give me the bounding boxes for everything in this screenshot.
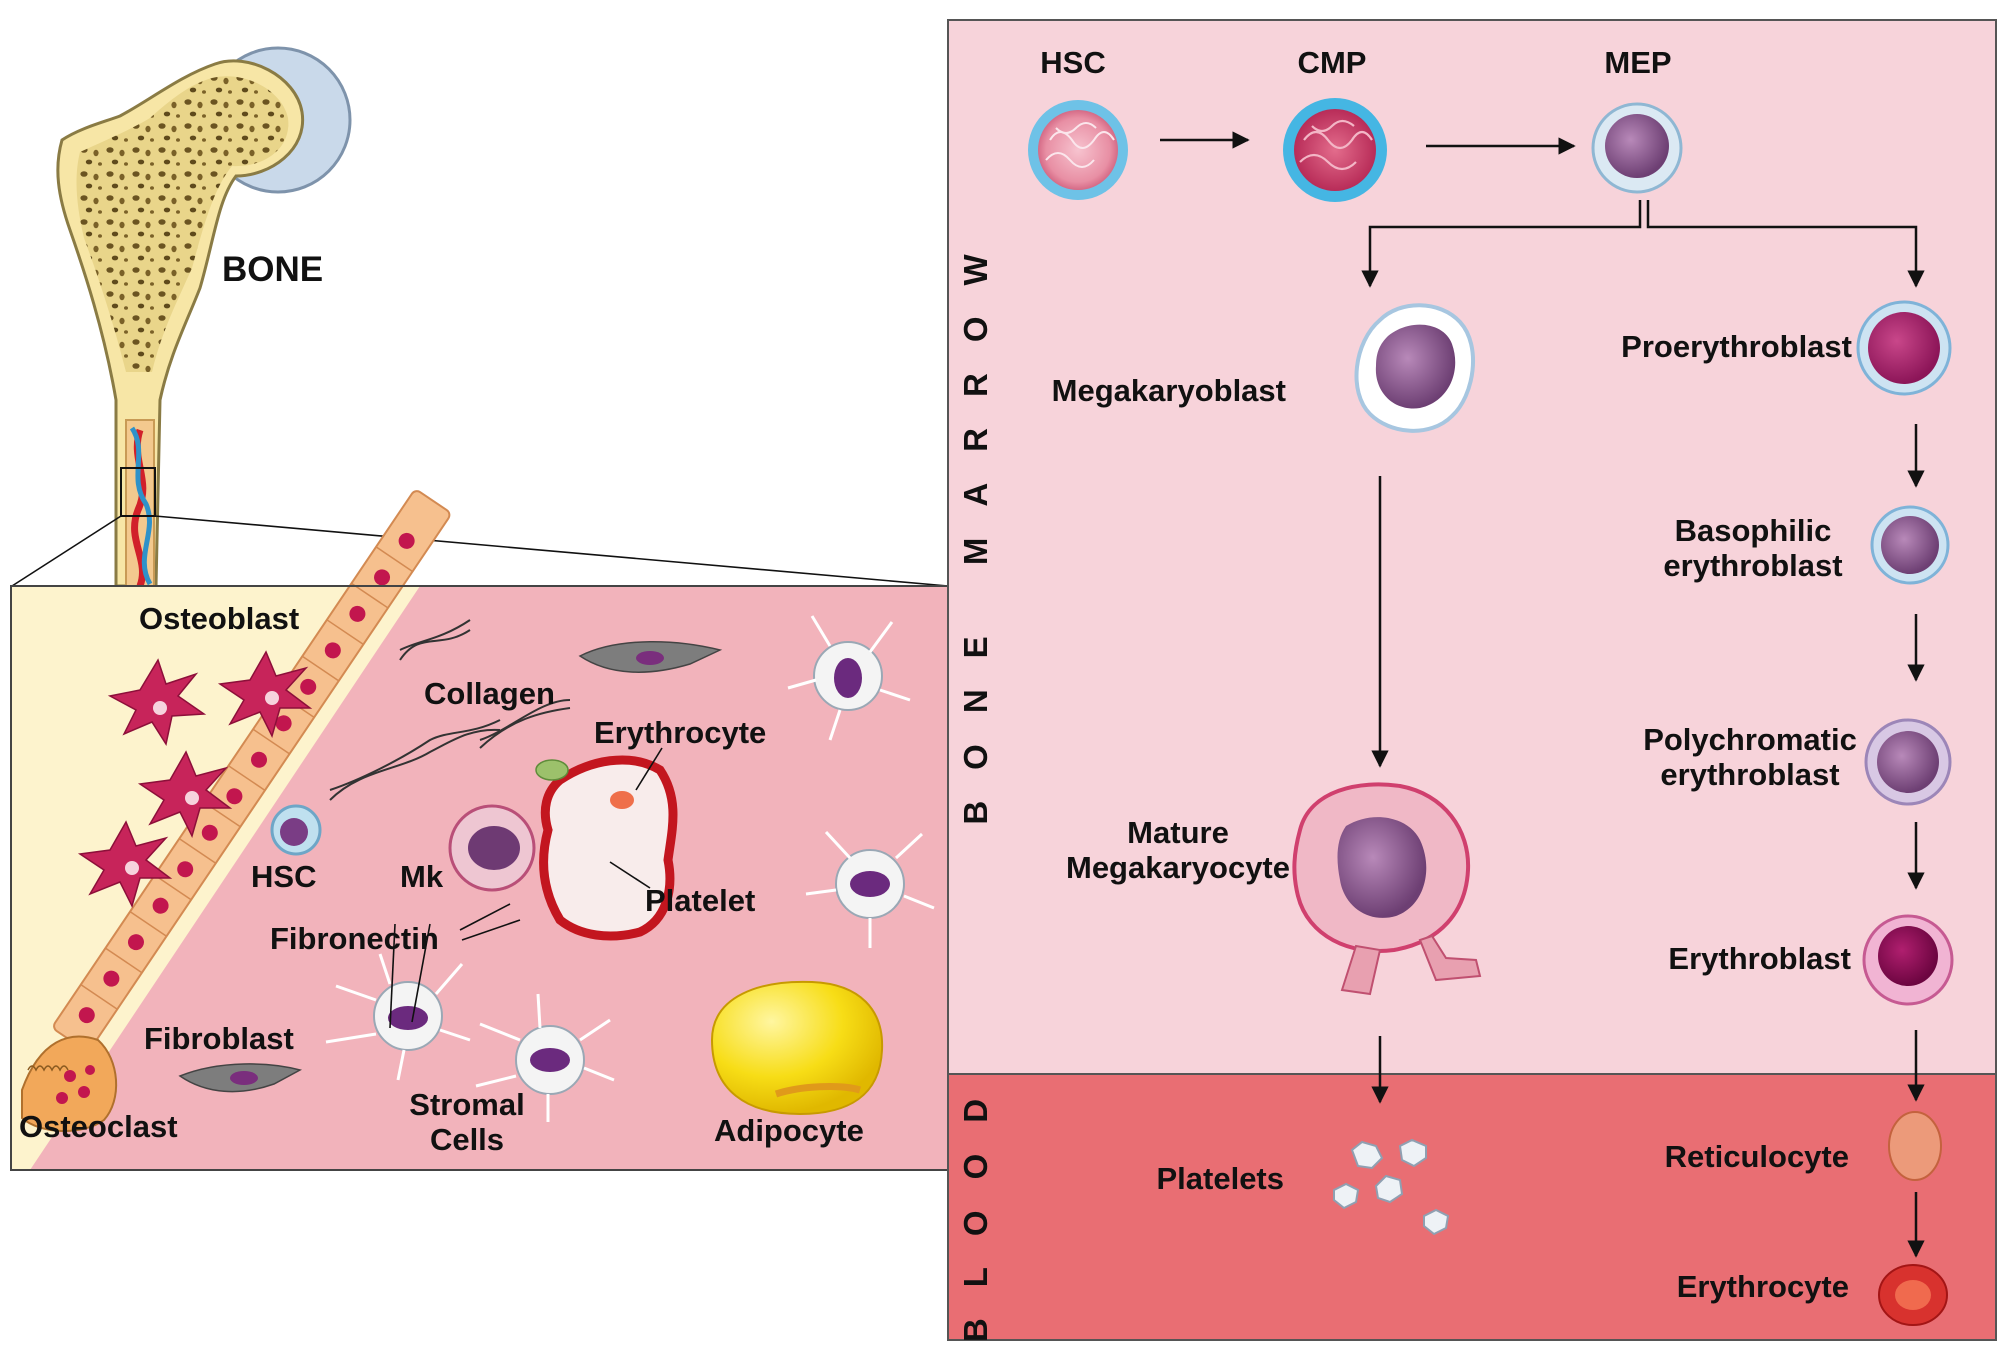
label-fibroblast: Fibroblast	[144, 1021, 294, 1056]
erythroblast-cell	[1862, 914, 1954, 1006]
sinusoid-vessel	[535, 755, 678, 941]
blood-vessel-blue	[129, 426, 153, 586]
lineage-arrows	[1160, 131, 1925, 1258]
label-cmp: CMP	[1297, 45, 1367, 80]
collagen-fibers	[329, 619, 571, 801]
hsc-cell	[1028, 100, 1128, 200]
label-mature-megakaryocyte: Mature Megakaryocyte	[1065, 815, 1291, 885]
label-basophilic-erythroblast: Basophilic erythroblast	[1663, 513, 1843, 583]
blood-region	[948, 1074, 1996, 1340]
osteoclast-cell	[21, 1035, 117, 1132]
femur-spongy-head	[76, 76, 289, 373]
label-erythrocyte: Erythrocyte	[1676, 1269, 1849, 1304]
endosteal-region	[11, 586, 420, 1170]
label-erythroblast: Erythroblast	[1668, 941, 1851, 976]
label-osteoclast: Osteoclast	[19, 1109, 178, 1144]
label-erythrocyte-niche: Erythrocyte	[594, 715, 767, 750]
megakaryoblast-cell	[1354, 303, 1475, 433]
label-mep: MEP	[1604, 45, 1672, 80]
label-hsc: HSC	[1040, 45, 1106, 80]
label-polychromatic-erythroblast: Polychromatic erythroblast	[1643, 722, 1857, 792]
label-collagen: Collagen	[424, 676, 555, 711]
label-proerythroblast: Proerythroblast	[1621, 329, 1852, 364]
proerythroblast-cell	[1856, 300, 1952, 396]
label-stromal-cells: Stromal Cells	[409, 1087, 525, 1157]
label-platelets: Platelets	[1156, 1161, 1284, 1196]
label-fibronectin: Fibronectin	[270, 921, 439, 956]
label-megakaryoblast: Megakaryoblast	[1051, 373, 1286, 408]
label-hsc-niche: HSC	[251, 859, 317, 894]
cmp-cell	[1283, 98, 1387, 202]
fibroblast-cells	[178, 641, 723, 1093]
platelets-cluster	[1333, 1138, 1450, 1236]
polychromatic-erythroblast-cell	[1864, 718, 1952, 806]
niche-megakaryocyte	[448, 804, 536, 892]
region-label-bone-marrow: BONE MARROW	[957, 223, 994, 825]
niche-hsc-cell	[270, 804, 322, 856]
bone-illustration	[11, 46, 949, 588]
zoom-box	[120, 467, 156, 517]
zoom-line-left	[11, 515, 122, 587]
reticulocyte-cell	[1888, 1111, 1942, 1181]
label-reticulocyte: Reticulocyte	[1664, 1139, 1849, 1174]
label-osteoblast: Osteoblast	[139, 601, 300, 636]
hierarchy-panel	[947, 19, 1997, 1341]
niche-panel	[10, 490, 949, 1171]
zoom-line-right	[154, 515, 949, 587]
label-adipocyte: Adipocyte	[714, 1113, 864, 1148]
mep-cell	[1591, 102, 1683, 194]
basophilic-erythroblast-cell	[1870, 505, 1950, 585]
adipocyte-cell	[710, 980, 884, 1116]
bone-marrow-region	[948, 20, 1996, 1074]
bone-title: BONE	[222, 250, 324, 289]
stromal-processes	[325, 615, 935, 1122]
region-label-blood: BLOOD	[957, 1067, 994, 1343]
label-mk: Mk	[400, 859, 444, 894]
mature-megakaryocyte-cell	[1292, 782, 1482, 996]
erythrocyte-cell	[1878, 1264, 1948, 1326]
label-platelet: Platelet	[645, 883, 756, 918]
